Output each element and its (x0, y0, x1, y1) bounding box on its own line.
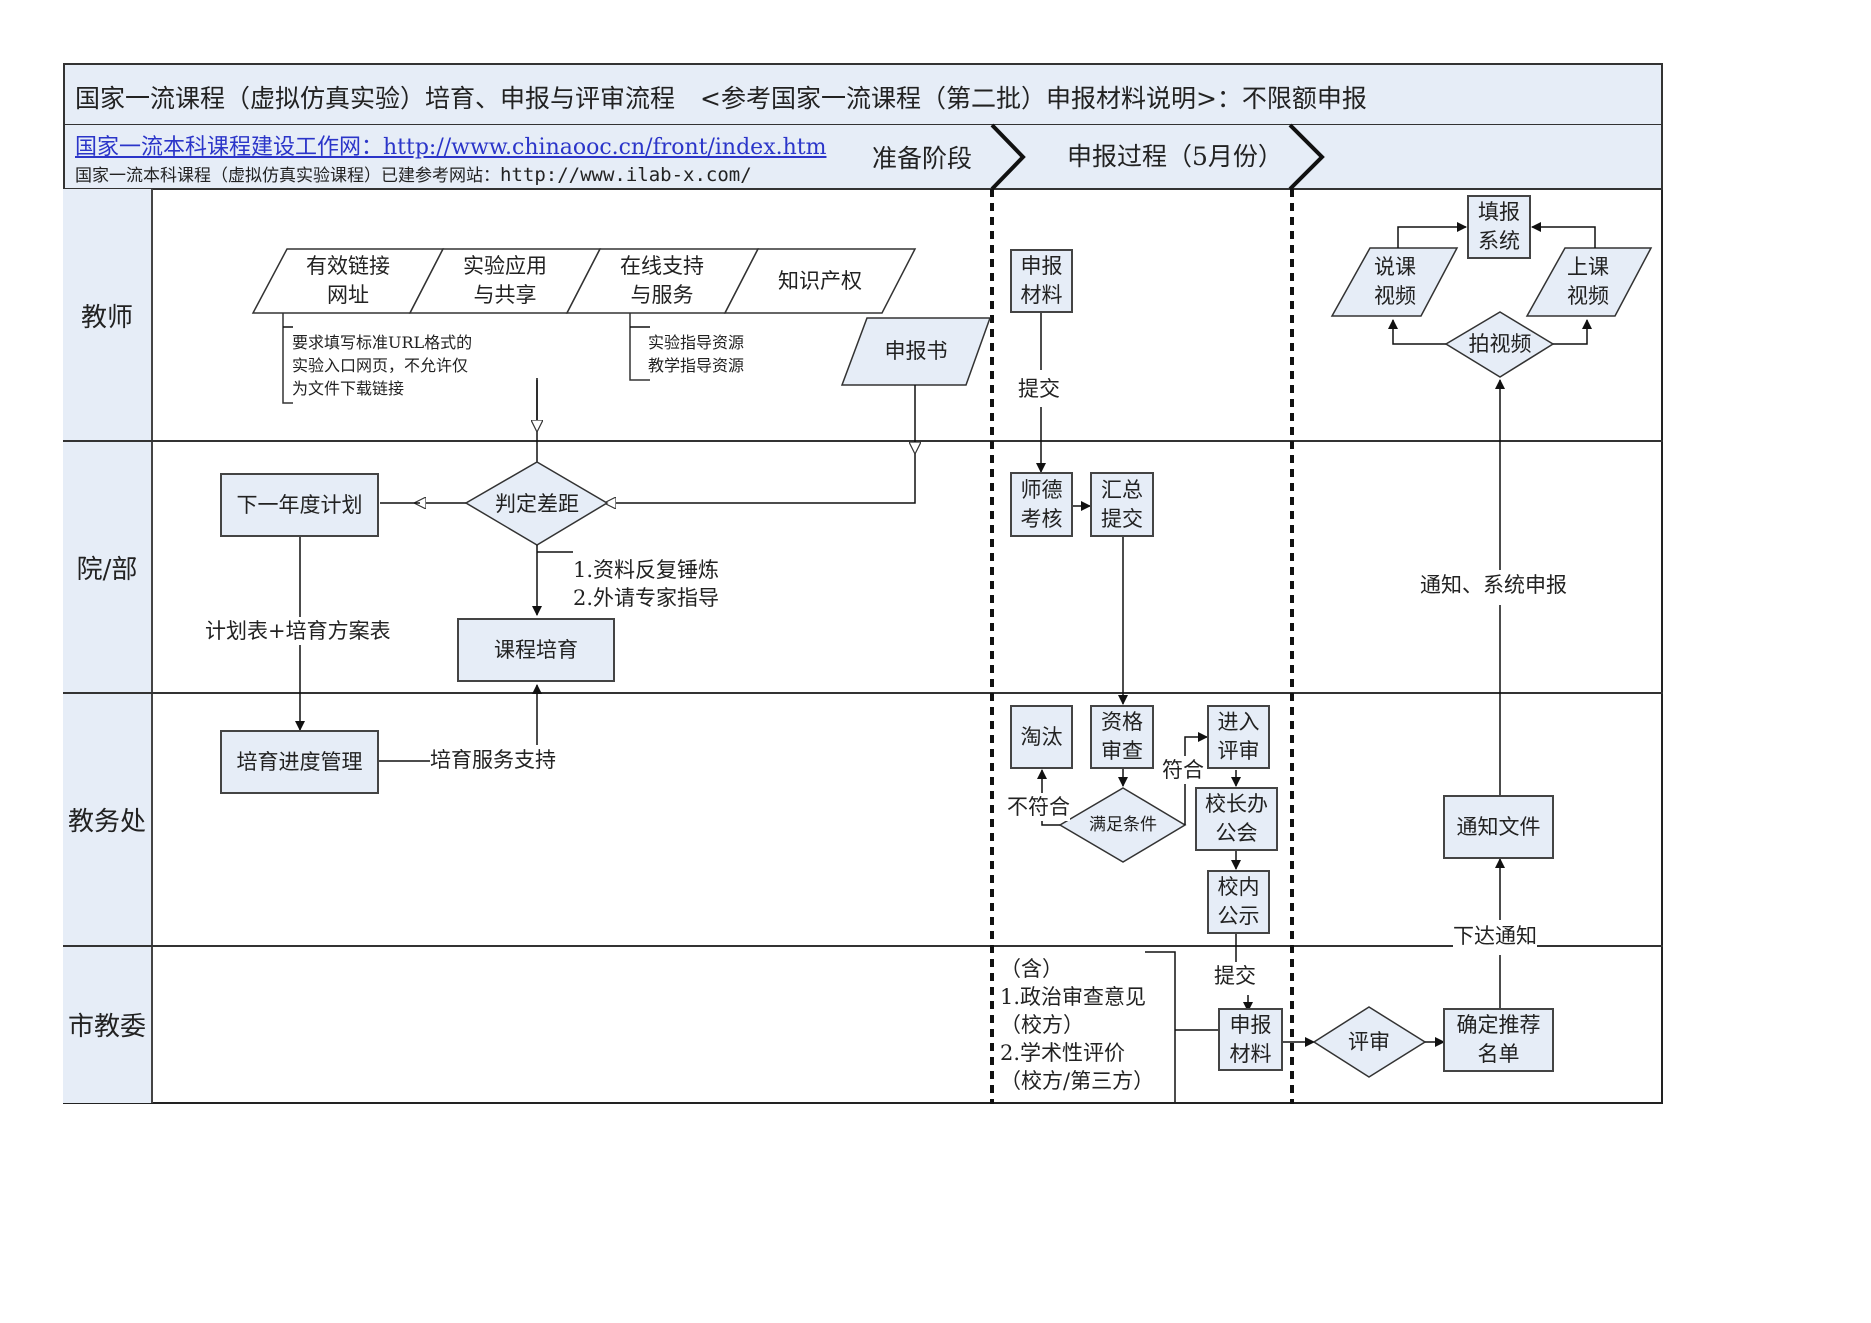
notice-document: 通知文件 (1443, 795, 1554, 859)
box-line: 材料 (1229, 1041, 1272, 1066)
note-line: 要求填写标准URL格式的 (292, 333, 473, 352)
box-line: 申报 (1020, 254, 1063, 278)
box-line: 审查 (1101, 739, 1143, 763)
lane-divider (63, 692, 1663, 694)
application-doc: 申报书 (884, 339, 948, 363)
box-line: 公会 (1215, 821, 1258, 845)
fill-system: 填报系统 (1467, 195, 1531, 259)
param-line: 在线支持 (620, 254, 704, 278)
ethics-review: 师德考核 (1010, 472, 1073, 537)
chinaooc-link[interactable]: 国家一流本科课程建设工作网：http://www.chinaooc.cn/fro… (75, 135, 827, 160)
service-support-label: 培育服务支持 (430, 746, 556, 774)
reference-url: http://www.ilab-x.com/ (500, 164, 752, 186)
param-ip: 知识产权 (760, 250, 880, 312)
lane-label-department: 院/部 (63, 441, 153, 693)
note-line: （含） (1000, 957, 1063, 981)
recommend-list: 确定推荐名单 (1443, 1008, 1554, 1072)
summary-submit: 汇总提交 (1090, 472, 1154, 537)
box-line: 确定推荐 (1456, 1013, 1541, 1037)
box-line: 视频 (1374, 284, 1416, 308)
plan-forms-label: 计划表+培育方案表 (205, 617, 391, 645)
lane-label-teacher: 教师 (63, 189, 153, 441)
submit-label: 提交 (1018, 375, 1060, 403)
president-meeting: 校长办公会 (1195, 787, 1278, 851)
title-bar: 国家一流课程（虚拟仿真实验）培育、申报与评审流程 <参考国家一流课程（第二批）申… (63, 63, 1663, 126)
box-line: 填报 (1478, 200, 1520, 224)
lane-divider (63, 945, 1663, 947)
param-line: 有效链接 (306, 254, 390, 278)
box-line: 汇总 (1101, 477, 1143, 502)
note-line: 1.资料反复锤炼 (573, 558, 720, 582)
eliminate-box: 淘汰 (1010, 705, 1073, 769)
box-line: 进入 (1217, 710, 1260, 734)
box-line: 说课 (1374, 255, 1416, 279)
box-line: 考核 (1020, 506, 1063, 531)
phase-prepare: 准备阶段 (872, 144, 973, 173)
includes-notes: （含） 1.政治审查意见 （校方） 2.学术性评价 （校方/第三方） (1000, 955, 1154, 1095)
note-line: 2.学术性评价 (1000, 1041, 1126, 1065)
phase-apply: 申报过程（5月份） (1067, 142, 1283, 171)
course-cultivation: 课程培育 (457, 618, 615, 682)
box-line: 名单 (1477, 1042, 1520, 1066)
box-line: 评审 (1217, 739, 1260, 763)
box-line: 校内 (1217, 875, 1260, 899)
note-line: （校方） (1000, 1013, 1084, 1037)
submit-label-municipal: 提交 (1214, 962, 1256, 990)
param-line: 知识产权 (778, 268, 862, 293)
apply-material-teacher: 申报材料 (1010, 249, 1073, 313)
url-note: 要求填写标准URL格式的 实验入口网页，不允许仅 为文件下载链接 (292, 331, 472, 400)
note-line: （校方/第三方） (1000, 1069, 1155, 1093)
box-line: 提交 (1101, 506, 1143, 531)
not-meet-label: 不符合 (1007, 793, 1070, 821)
class-video: 上课视频 (1548, 250, 1628, 314)
param-line: 网址 (327, 283, 369, 307)
progress-management: 培育进度管理 (220, 730, 379, 794)
reference-bar: 国家一流本科课程建设工作网：http://www.chinaooc.cn/fro… (63, 125, 1663, 190)
shoot-video: 拍视频 (1468, 331, 1532, 356)
next-year-plan: 下一年度计划 (220, 473, 379, 537)
qualification-review: 资格审查 (1090, 705, 1154, 769)
diagram-title: 国家一流课程（虚拟仿真实验）培育、申报与评审流程 <参考国家一流课程（第二批）申… (75, 84, 1367, 113)
apply-material-municipal: 申报材料 (1218, 1008, 1283, 1071)
issue-notice-label: 下达通知 (1453, 922, 1537, 950)
conditions-met: 满足条件 (1089, 814, 1157, 835)
box-line: 师德 (1020, 477, 1063, 502)
lane-divider (63, 440, 1663, 442)
box-line: 公示 (1217, 904, 1260, 928)
box-line: 校长办 (1205, 792, 1268, 816)
param-online-support: 在线支持与服务 (602, 250, 722, 312)
box-line: 上课 (1567, 255, 1609, 279)
note-line: 实验指导资源 (648, 333, 745, 352)
param-line: 实验应用 (463, 254, 547, 278)
campus-publicity: 校内公示 (1207, 870, 1270, 934)
review-decision: 评审 (1348, 1029, 1390, 1054)
reference-site: 国家一流本科课程（虚拟仿真实验课程）已建参考网站：http://www.ilab… (75, 161, 752, 186)
enter-review: 进入评审 (1207, 705, 1270, 769)
resources-note: 实验指导资源 教学指导资源 (648, 331, 744, 377)
lecture-video: 说课视频 (1355, 250, 1435, 314)
reference-prefix: 国家一流本科课程（虚拟仿真实验课程）已建参考网站： (75, 166, 500, 186)
meet-label: 符合 (1162, 756, 1204, 784)
judge-gap: 判定差距 (495, 491, 579, 516)
param-valid-link: 有效链接网址 (288, 250, 408, 312)
note-line: 教学指导资源 (648, 356, 745, 375)
box-line: 系统 (1478, 229, 1520, 253)
note-line: 2.外请专家指导 (573, 586, 720, 610)
note-line: 1.政治审查意见 (1000, 985, 1147, 1009)
box-line: 资格 (1101, 710, 1143, 734)
box-line: 申报 (1229, 1012, 1272, 1037)
param-application-sharing: 实验应用与共享 (445, 250, 565, 312)
gap-notes: 1.资料反复锤炼 2.外请专家指导 (573, 556, 719, 612)
note-line: 为文件下载链接 (292, 379, 405, 398)
lane-label-academic-affairs: 教务处 (63, 693, 153, 946)
notify-system-label: 通知、系统申报 (1420, 571, 1567, 599)
lane-label-municipal: 市教委 (63, 946, 153, 1103)
note-line: 实验入口网页，不允许仅 (292, 356, 469, 375)
box-line: 视频 (1567, 284, 1609, 308)
param-line: 与共享 (473, 283, 537, 307)
param-line: 与服务 (630, 283, 694, 307)
box-line: 材料 (1020, 283, 1063, 307)
